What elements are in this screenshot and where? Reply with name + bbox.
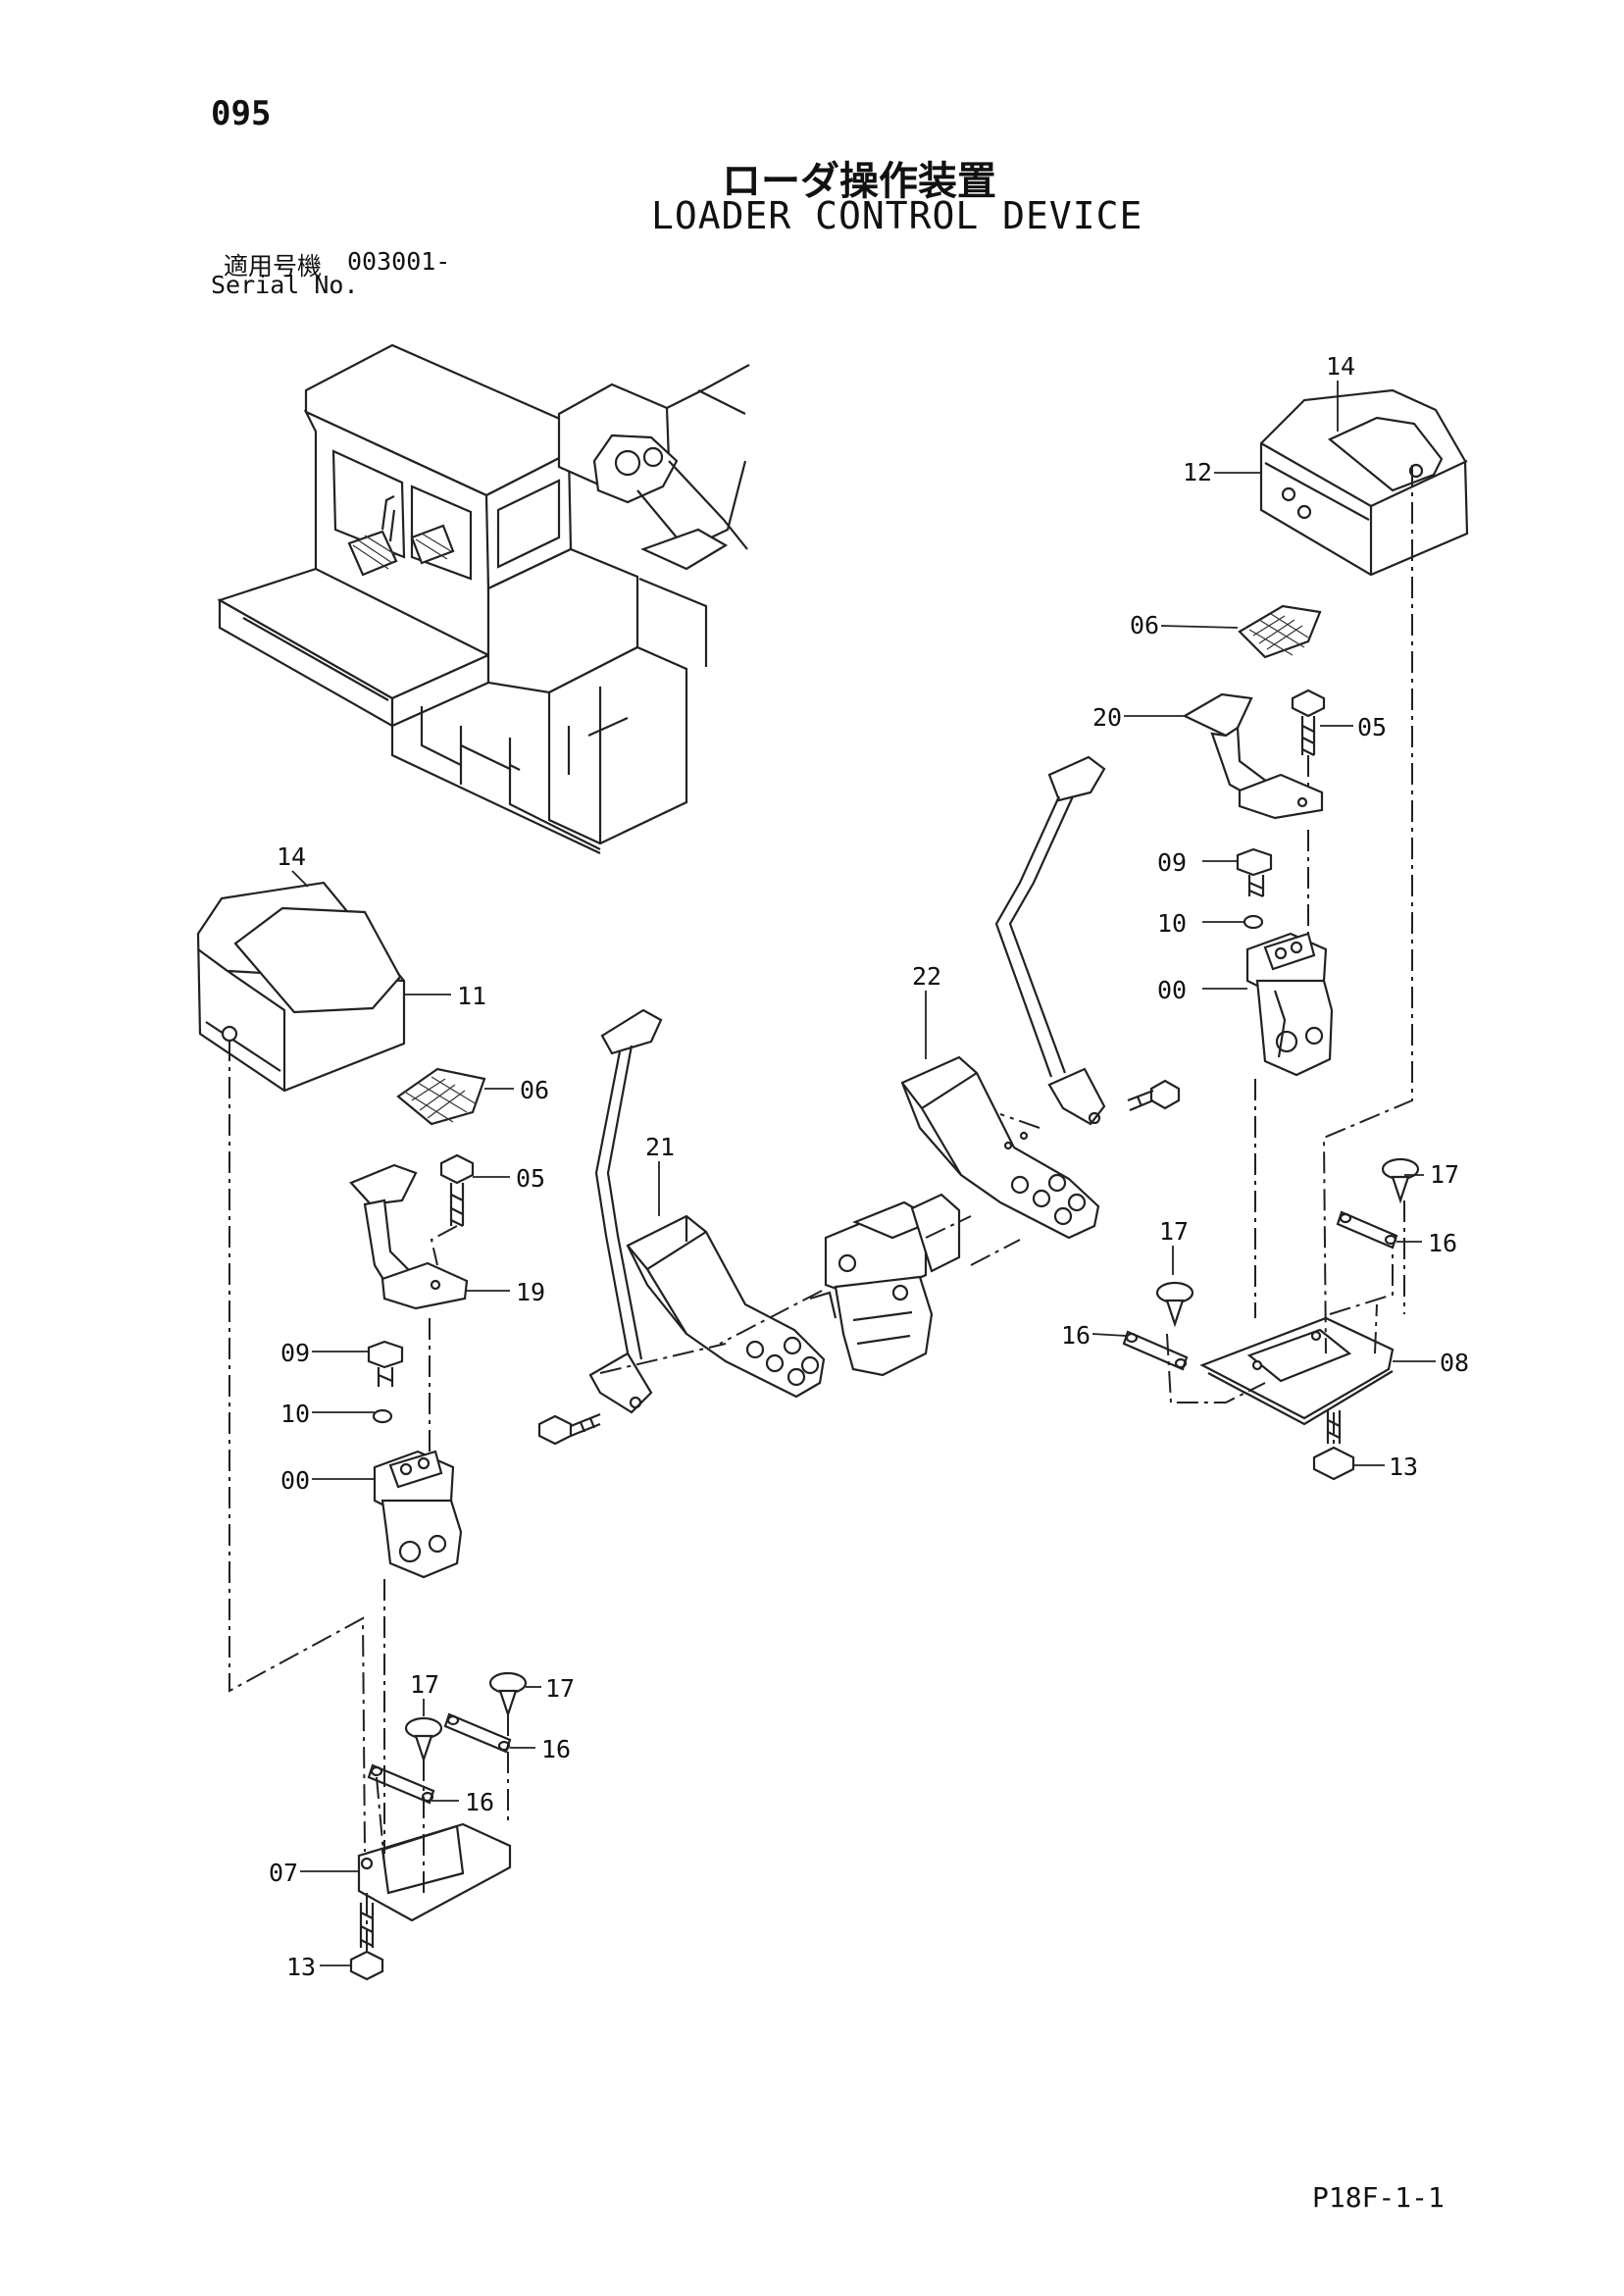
callout-22: 22 (912, 962, 941, 991)
callout-09-left: 09 (280, 1339, 310, 1367)
callout-06-left: 06 (520, 1076, 549, 1104)
callout-13-right: 13 (1389, 1453, 1418, 1481)
callout-09-right: 09 (1157, 848, 1187, 877)
title-japanese: ローダ操作装置 (722, 159, 996, 204)
callout-leader-lines (291, 381, 1436, 1966)
callout-10-left: 10 (280, 1400, 310, 1428)
callout-16-left-a: 16 (465, 1788, 494, 1816)
callout-08: 08 (1440, 1349, 1469, 1377)
left-console-assembly (196, 881, 528, 1981)
callout-07: 07 (269, 1859, 298, 1887)
callout-05-right: 05 (1357, 713, 1387, 741)
right-console-assembly (1122, 388, 1469, 1481)
callout-13-left: 13 (286, 1953, 316, 1981)
callout-00-right: 00 (1157, 976, 1187, 1004)
center-pedal-assembly (537, 755, 1181, 1446)
serial-number-value: 003001- (347, 247, 451, 276)
serial-label-japanese: 適用号機 (224, 252, 323, 281)
callout-17-right-b: 17 (1159, 1217, 1189, 1246)
title-english: LOADER CONTROL DEVICE (651, 194, 1143, 237)
callout-16-right-b: 16 (1061, 1321, 1091, 1350)
callout-17-left-a: 17 (410, 1670, 439, 1699)
callout-11: 11 (457, 982, 486, 1010)
page-number: 095 (211, 94, 272, 133)
callout-12: 12 (1183, 458, 1212, 486)
callout-14-right: 14 (1326, 352, 1355, 381)
machine-overview-illustration (217, 343, 750, 854)
callout-19: 19 (516, 1278, 545, 1306)
callout-16-right-a: 16 (1428, 1229, 1457, 1257)
callout-10-right: 10 (1157, 909, 1187, 938)
callout-21: 21 (645, 1133, 675, 1161)
callout-17-right-a: 17 (1430, 1160, 1459, 1189)
callout-14-left: 14 (277, 842, 306, 871)
callout-labels: 14 12 06 20 05 09 10 00 22 17 16 17 16 0… (269, 352, 1469, 1981)
callout-05-left: 05 (516, 1164, 545, 1193)
callout-00-left: 00 (280, 1466, 310, 1495)
callout-20: 20 (1092, 703, 1122, 732)
serial-label-english: Serial No. (211, 271, 359, 299)
drawing-reference-code: P18F-1-1 (1312, 2181, 1445, 2214)
callout-06-right: 06 (1130, 611, 1159, 639)
callout-17-left-b: 17 (545, 1674, 575, 1703)
callout-16-left-b: 16 (541, 1735, 571, 1763)
